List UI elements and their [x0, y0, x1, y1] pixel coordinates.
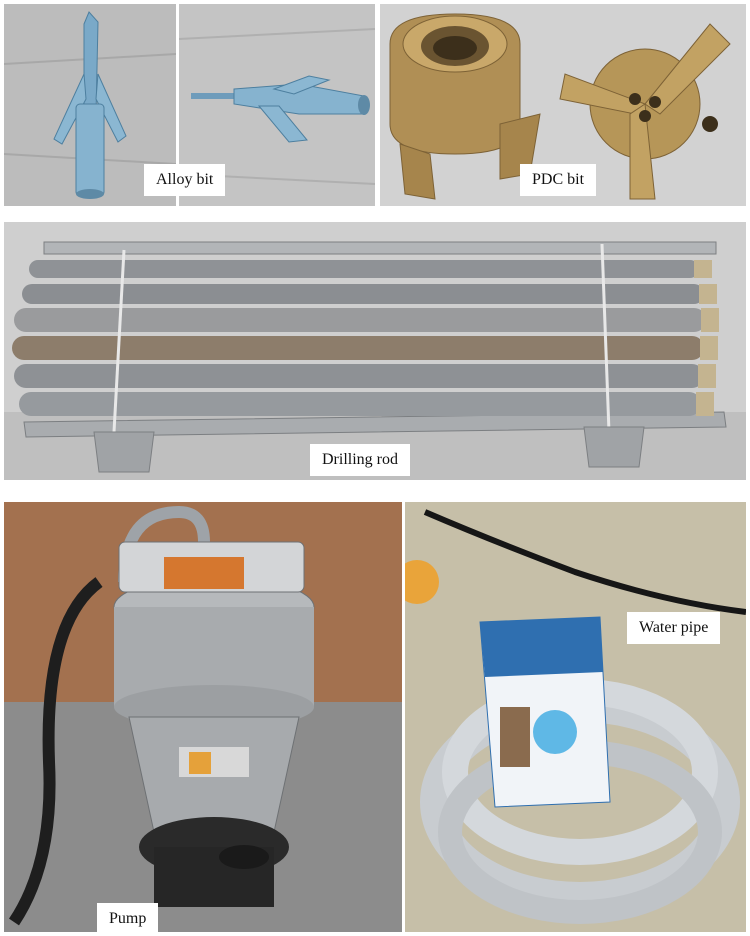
water-pipe-photo: [405, 502, 746, 932]
pump-label: Pump: [97, 903, 159, 935]
pump-photo: [4, 502, 402, 932]
pdc-bit-label: PDC bit: [520, 164, 597, 196]
alloy-bit-label: Alloy bit: [144, 164, 226, 196]
drilling-rod-photo: [4, 222, 746, 480]
pdc-bit-photo: [380, 4, 746, 206]
drilling-rod-label: Drilling rod: [310, 444, 410, 476]
water-pipe-label: Water pipe: [627, 612, 721, 644]
alloy-bit-photo-vertical: [4, 4, 176, 206]
